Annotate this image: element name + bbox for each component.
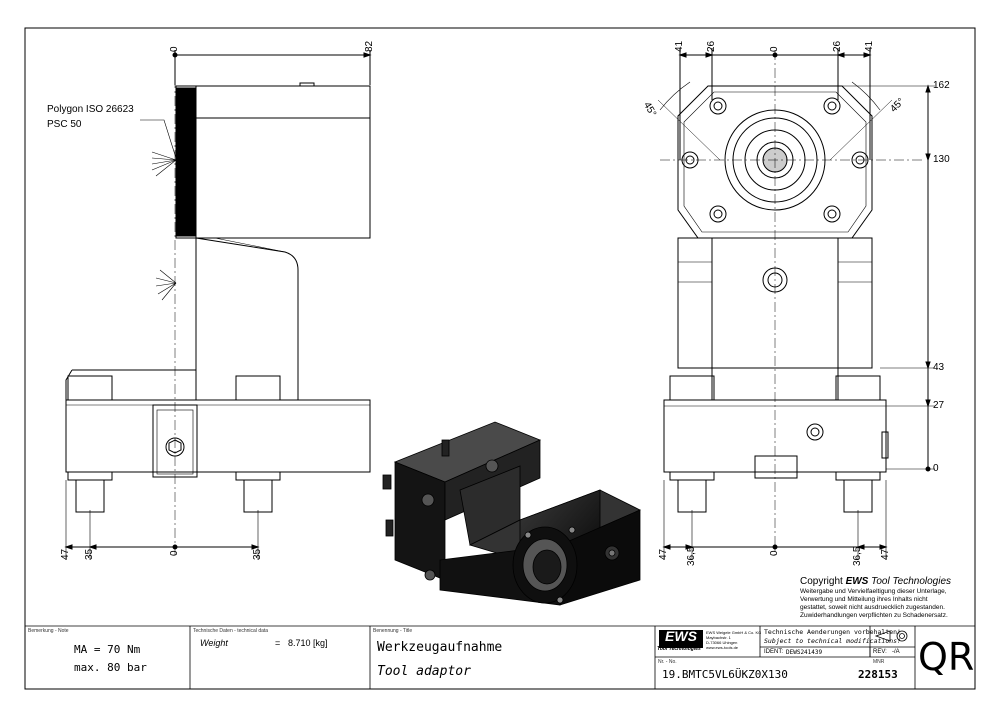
copyright-line: gestattet, soweit nicht ausdruecklich zu… bbox=[800, 604, 945, 611]
dim-bottom-0: 0 bbox=[169, 550, 180, 556]
tech-data-label: Technische Daten - technical data bbox=[193, 628, 269, 634]
dim-bottom-35-right: 35 bbox=[252, 548, 263, 560]
dim-bottom-36-5-left: 36,5 bbox=[686, 546, 697, 566]
company-line: EWS Weigele GmbH & Co. KG bbox=[706, 630, 762, 635]
copyright-heading: Copyright EWS Tool Technologies bbox=[800, 576, 952, 587]
dim-right-0: 0 bbox=[933, 463, 939, 474]
company-line: www.ews-tools.de bbox=[706, 645, 739, 650]
title-german: Werkzeugaufnahme bbox=[377, 640, 503, 655]
mnr-label: MNR bbox=[873, 659, 885, 665]
ews-logo-subtitle: Tool Technologies bbox=[657, 646, 701, 652]
weight-equals: = bbox=[275, 638, 281, 648]
projection-symbol bbox=[874, 630, 908, 642]
rev-value: -/A bbox=[892, 649, 900, 655]
qr-placeholder: QR bbox=[918, 635, 975, 679]
dim-bottom-47: 47 bbox=[60, 548, 71, 560]
title-block-frame bbox=[25, 625, 975, 689]
note-line-2: max. 80 bar bbox=[74, 661, 147, 674]
notice-english: Subject to technical modifications! bbox=[764, 637, 901, 645]
part-number: 19.BMTC5VL6ÜKZ0X130 bbox=[662, 668, 788, 681]
company-address: EWS Weigele GmbH & Co. KG Maybachstr. 1 … bbox=[706, 630, 761, 650]
rev-label: REV: bbox=[873, 649, 887, 655]
copyright-line: Weitergabe und Vervielfaeltigung dieser … bbox=[800, 588, 947, 595]
company-line: D-73066 Uhingen bbox=[706, 640, 738, 645]
polygon-callout-line2: PSC 50 bbox=[47, 119, 82, 130]
dim-top-41-left: 41 bbox=[674, 40, 685, 52]
ews-logo: EWS bbox=[665, 628, 697, 644]
side-view bbox=[64, 50, 372, 560]
dim-bottom-47-right: 47 bbox=[880, 548, 891, 560]
dim-bottom-47-left: 47 bbox=[658, 548, 669, 560]
weight-value: 8.710 [kg] bbox=[288, 638, 328, 648]
mnr-value: 228153 bbox=[858, 668, 898, 681]
title-english: Tool adaptor bbox=[377, 664, 471, 679]
dim-top-0: 0 bbox=[169, 46, 180, 52]
dim-top-26-left: 26 bbox=[706, 40, 717, 52]
dim-top-0-right: 0 bbox=[769, 46, 780, 52]
copyright-line: Verwertung und Mitteilung ihres Inhalts … bbox=[800, 596, 928, 603]
ident-label: IDENT: bbox=[764, 649, 784, 655]
title-label: Benennung - Title bbox=[373, 628, 413, 634]
isometric-view bbox=[382, 421, 641, 606]
company-line: Maybachstr. 1 bbox=[706, 635, 731, 640]
dim-top-26-right: 26 bbox=[832, 40, 843, 52]
note-line-1: MA = 70 Nm bbox=[74, 643, 141, 656]
notice-german: Technische Aenderungen vorbehalten! bbox=[764, 628, 901, 636]
copyright-line: Zuwiderhandlungen verpflichten zu Schade… bbox=[800, 612, 948, 619]
dim-right-130: 130 bbox=[933, 154, 950, 165]
note-label: Bemerkung - Note bbox=[28, 628, 69, 634]
dim-right-162: 162 bbox=[933, 80, 950, 91]
copyright-notice: Copyright EWS Tool Technologies Weiterga… bbox=[800, 576, 980, 620]
weight-label: Weight bbox=[200, 638, 228, 648]
dim-top-41-right: 41 bbox=[864, 40, 875, 52]
polygon-callout-line1: Polygon ISO 26623 bbox=[47, 104, 134, 115]
dim-bottom-36-5-right: 36,5 bbox=[852, 546, 863, 566]
dim-bottom-0-right: 0 bbox=[769, 550, 780, 556]
part-number-label: Nr. - No. bbox=[658, 659, 677, 665]
dim-right-43: 43 bbox=[933, 362, 945, 373]
dim-top-82: 82 bbox=[364, 40, 375, 52]
dim-right-27: 27 bbox=[933, 400, 945, 411]
ident-value: DEWS241439 bbox=[786, 649, 823, 656]
dim-bottom-35-left: 35 bbox=[84, 548, 95, 560]
ews-logo-box bbox=[659, 630, 703, 648]
front-view bbox=[657, 48, 935, 560]
